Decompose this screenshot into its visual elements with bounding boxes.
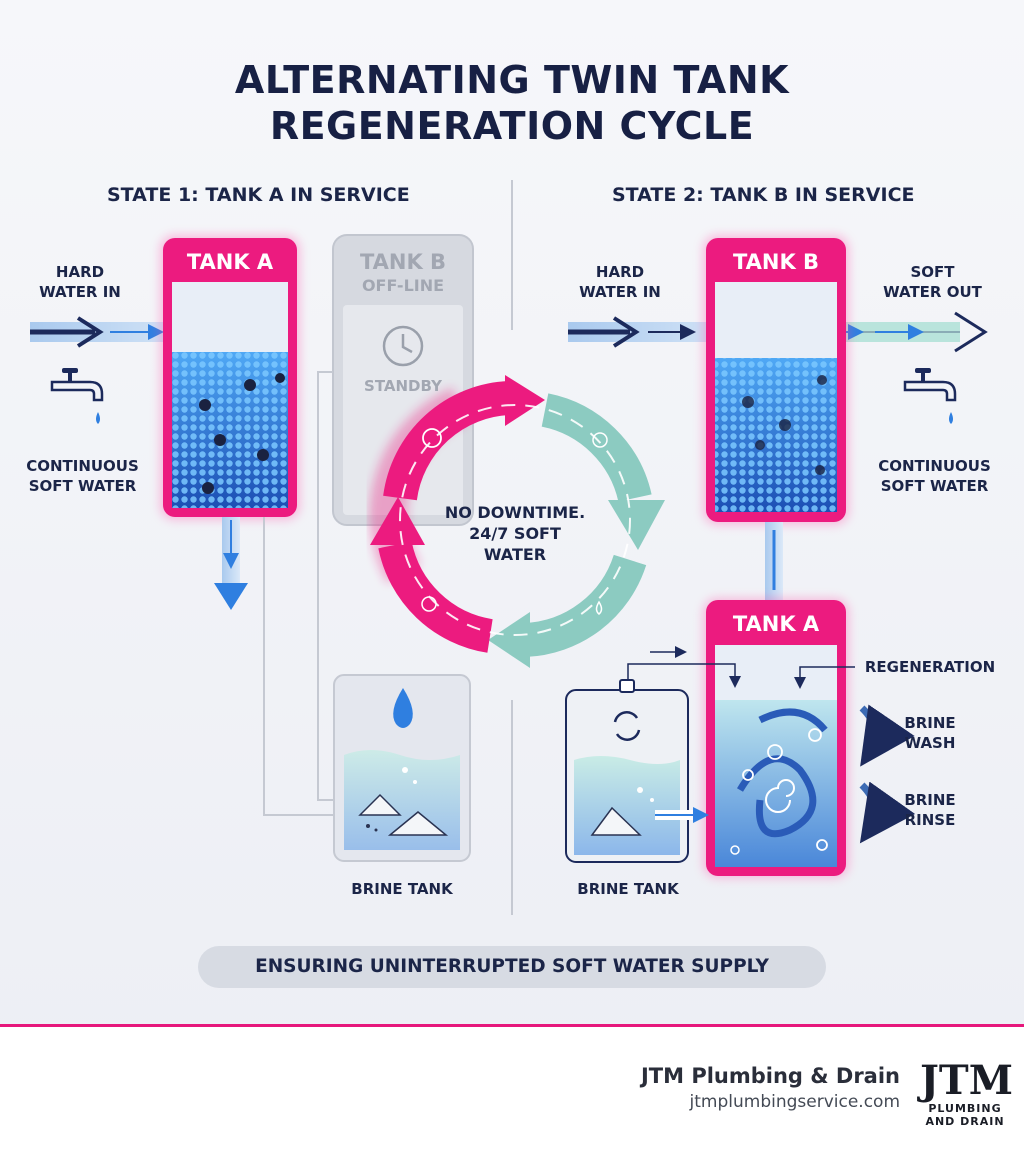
cycle-center-text: NO DOWNTIME. 24/7 SOFT WATER <box>425 502 605 565</box>
footer-logo: JTM PLUMBING AND DRAIN <box>920 1057 1013 1129</box>
faucet-icon <box>50 368 104 424</box>
brine-tank-state1 <box>333 674 471 862</box>
soft-water-line1: SOFT <box>910 263 955 281</box>
website-link[interactable]: jtmplumbingservice.com <box>689 1092 900 1112</box>
cycle-center-line3: WATER <box>483 545 547 564</box>
water-drop-icon <box>393 688 413 728</box>
tank-b-offline <box>332 234 474 526</box>
brine-rinse-line2: RINSE <box>904 811 956 829</box>
regeneration-label: REGENERATION <box>864 658 996 676</box>
logo-line2: AND DRAIN <box>925 1115 1005 1128</box>
soft-water-out-label: SOFT WATER OUT <box>870 262 995 302</box>
continuous-soft-water-1: CONTINUOUS SOFT WATER <box>10 456 155 496</box>
bottom-banner <box>198 946 826 988</box>
connector-pipe-b-to-a <box>765 522 783 600</box>
faucet-icon-2 <box>903 368 957 424</box>
logo-mark: JTM <box>920 1057 1013 1104</box>
cycle-center-line2: 24/7 SOFT <box>469 524 561 543</box>
tank-a-label-2: TANK A <box>732 612 820 636</box>
title-line1: ALTERNATING TWIN TANK <box>234 58 790 102</box>
hard-water-label-1: HARD WATER IN <box>20 262 140 302</box>
brine-tank-label-1: BRINE TANK <box>351 880 453 898</box>
logo-line1: PLUMBING <box>928 1102 1002 1115</box>
title-line2: REGENERATION CYCLE <box>269 104 755 148</box>
soft-water-out-arrow-1 <box>214 517 248 610</box>
footer <box>0 1024 1024 1157</box>
continuous-soft-water-2: CONTINUOUS SOFT WATER <box>862 456 1007 496</box>
cycle-ring <box>369 375 665 668</box>
refresh-icon <box>613 711 641 741</box>
offline-label: OFF-LINE <box>361 276 445 295</box>
cycle-center-line1: NO DOWNTIME. <box>444 503 586 522</box>
standby-label: STANDBY <box>364 377 442 395</box>
brine-rinse-line1: BRINE <box>904 791 956 809</box>
hard-water-line1: HARD <box>55 263 105 281</box>
brine-tank-state2 <box>565 679 709 863</box>
tank-a-state1 <box>163 238 297 517</box>
regeneration-flow-arrows <box>627 646 916 844</box>
brine-wash-line1: BRINE <box>904 714 956 732</box>
soft-water-line2: WATER OUT <box>883 283 982 301</box>
continuous-2-line2: SOFT WATER <box>880 477 989 495</box>
hard-water-2-line2: WATER IN <box>579 283 661 301</box>
tank-b-state2 <box>706 238 846 522</box>
brand-name: JTM Plumbing & Drain <box>640 1064 900 1088</box>
brine-wash-label: BRINE WASH <box>890 713 970 753</box>
tank-a-regenerating <box>706 600 846 876</box>
tank-b-label-1: TANK B <box>359 250 447 274</box>
brine-rinse-label: BRINE RINSE <box>890 790 970 830</box>
brine-tank-label-2: BRINE TANK <box>577 880 679 898</box>
brine-wash-line2: WASH <box>904 734 956 752</box>
tank-b-label-2: TANK B <box>732 250 820 274</box>
tank-a-label-1: TANK A <box>186 250 274 274</box>
clock-icon <box>382 325 424 367</box>
continuous-2-line1: CONTINUOUS <box>878 457 991 475</box>
hard-water-2-line1: HARD <box>595 263 645 281</box>
hard-water-line2: WATER IN <box>39 283 121 301</box>
state1-heading: STATE 1: TANK A IN SERVICE <box>107 184 410 206</box>
banner-text: ENSURING UNINTERRUPTED SOFT WATER SUPPLY <box>255 956 769 977</box>
continuous-line2: SOFT WATER <box>28 477 137 495</box>
continuous-line1: CONTINUOUS <box>26 457 139 475</box>
state2-heading: STATE 2: TANK B IN SERVICE <box>612 184 915 206</box>
hard-water-label-2: HARD WATER IN <box>560 262 680 302</box>
